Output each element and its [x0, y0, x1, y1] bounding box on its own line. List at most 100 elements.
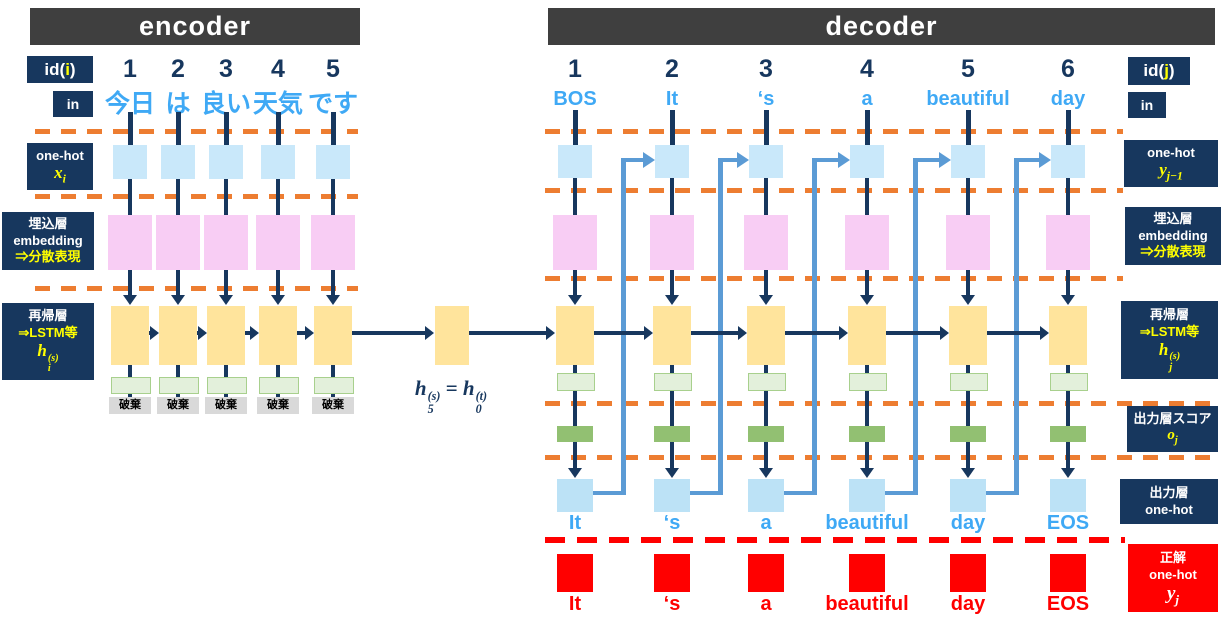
embedding-box — [311, 215, 355, 270]
one-hot-box — [749, 145, 783, 178]
hidden-out-box — [654, 373, 692, 391]
outlayer-en: one-hot — [1145, 501, 1193, 517]
flow-arrowhead — [1061, 468, 1075, 478]
flow-line — [331, 270, 335, 297]
encoder-header: encoder — [30, 8, 360, 45]
hidden-out-box — [259, 377, 299, 394]
flow-arrowhead — [961, 295, 975, 305]
id-j-chip: id(j) — [1128, 57, 1190, 85]
flow-line — [176, 270, 180, 297]
discard-label: 破棄 — [205, 397, 247, 414]
y-jm1-symbol: yj−1 — [1159, 160, 1183, 183]
recurrent-arrowhead — [150, 326, 159, 340]
id-var-j: j — [1164, 61, 1169, 80]
rnn-box — [949, 306, 987, 365]
recurrent-arrow-line — [594, 331, 644, 335]
flow-arrowhead — [271, 295, 285, 305]
decoder-token-id: 3 — [759, 55, 773, 83]
rnn-note: ⇒LSTM等 — [1139, 323, 1200, 339]
embedding-box — [946, 215, 990, 270]
o-j-symbol: oj — [1167, 427, 1178, 447]
state-arrowhead — [546, 326, 555, 340]
id-suffix: ) — [69, 59, 76, 79]
feedback-arrow-bottom — [986, 491, 1019, 495]
encoder-token-id: 3 — [219, 55, 233, 83]
dashed-separator — [545, 455, 1218, 460]
output-onehot-box — [748, 479, 784, 512]
answer-dashed-separator — [545, 537, 1125, 543]
decoder-input-word: beautiful — [926, 88, 1010, 110]
flow-line — [176, 179, 180, 215]
state-transfer-formula: h(s)5 = h(t)0 — [414, 376, 488, 416]
feedback-arrow-top — [1014, 158, 1039, 162]
one-hot-box — [316, 145, 350, 179]
encoder-token-id: 4 — [271, 55, 285, 83]
feedback-arrowhead — [939, 152, 951, 168]
flow-line — [966, 365, 970, 468]
dashed-separator — [35, 194, 358, 199]
state-arrowhead — [425, 326, 434, 340]
decoder-output-word: day — [950, 512, 986, 534]
flow-line — [128, 179, 132, 215]
answer-jp: 正解 — [1159, 549, 1186, 565]
encoder-embedding-label: 埋込層 embedding ⇒分散表現 — [2, 212, 94, 270]
discard-label: 破棄 — [257, 397, 299, 414]
rnn-jp: 再帰層 — [1149, 306, 1189, 322]
flow-line — [331, 365, 335, 377]
output-onehot-box — [557, 479, 593, 512]
flow-line — [573, 365, 577, 468]
embedding-box — [650, 215, 694, 270]
feedback-arrowhead — [643, 152, 655, 168]
recurrent-arrowhead — [305, 326, 314, 340]
answer-en: one-hot — [1149, 566, 1197, 582]
in-chip-left: in — [53, 91, 93, 117]
flow-line — [573, 178, 577, 215]
one-hot-box — [1051, 145, 1085, 178]
recurrent-arrow-line — [987, 331, 1040, 335]
flow-line — [670, 365, 674, 468]
hidden-out-box — [557, 373, 595, 391]
recurrent-arrowhead — [940, 326, 949, 340]
input-flow-line — [275, 112, 281, 145]
embedding-box — [1046, 215, 1090, 270]
decoder-output-word: ‘s — [663, 512, 681, 534]
decoder-output-word: It — [568, 512, 582, 534]
flow-line — [128, 270, 132, 297]
feedback-arrowhead — [737, 152, 749, 168]
feedback-arrow-bottom — [885, 491, 918, 495]
decoder-target-word: It — [568, 593, 582, 615]
decoder-header: decoder — [548, 8, 1215, 45]
flow-line — [224, 179, 228, 215]
state-arrow-line — [469, 331, 546, 335]
flow-line — [276, 365, 280, 377]
rnn-box — [259, 306, 297, 365]
feedback-arrow-top — [812, 158, 838, 162]
input-flow-line — [127, 112, 133, 145]
embedding-box — [845, 215, 889, 270]
decoder-target-word: EOS — [1046, 593, 1090, 615]
input-flow-line — [763, 110, 769, 145]
rnn-box — [747, 306, 785, 365]
decoder-input-word: a — [861, 88, 873, 110]
recurrent-arrowhead — [738, 326, 747, 340]
flow-line — [128, 365, 132, 377]
feedback-arrow-top — [913, 158, 939, 162]
target-onehot-box — [1050, 554, 1086, 592]
rnn-box — [111, 306, 149, 365]
feedback-arrow-bottom — [690, 491, 723, 495]
rnn-box — [1049, 306, 1087, 365]
embedding-box — [553, 215, 597, 270]
hidden-out-box — [950, 373, 988, 391]
flow-arrowhead — [665, 295, 679, 305]
decoder-target-word: a — [760, 593, 772, 615]
flow-arrowhead — [219, 295, 233, 305]
hidden-out-box — [111, 377, 151, 394]
dashed-separator — [545, 129, 1123, 134]
flow-arrowhead — [961, 468, 975, 478]
flow-arrowhead — [860, 468, 874, 478]
flow-arrowhead — [123, 295, 137, 305]
flow-line — [1066, 365, 1070, 468]
encoder-token-id: 5 — [326, 55, 340, 83]
flow-line — [966, 270, 970, 297]
flow-arrowhead — [326, 295, 340, 305]
